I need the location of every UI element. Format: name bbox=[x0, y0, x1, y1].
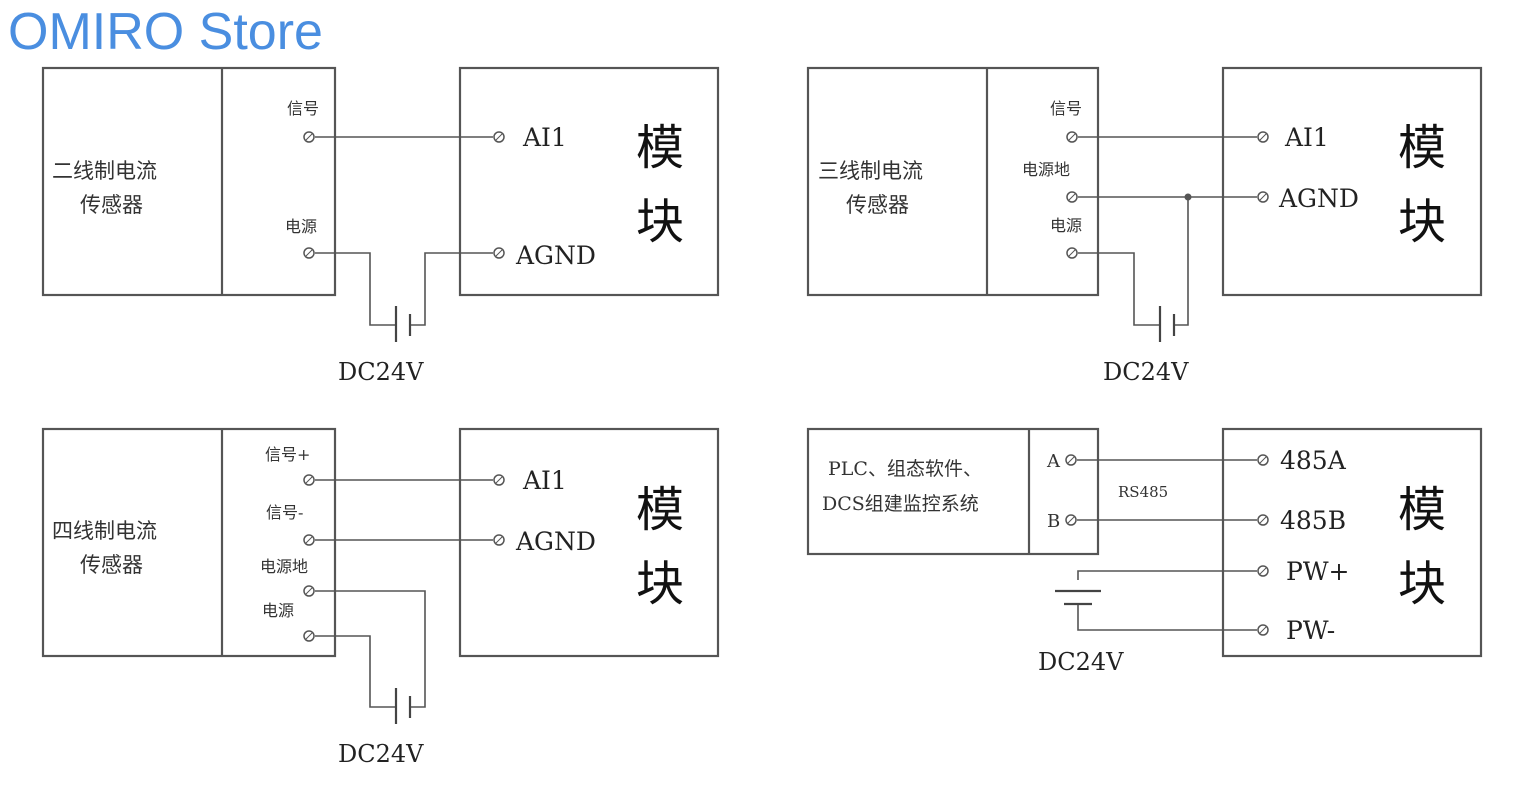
two-wire-ai1-terminal bbox=[493, 131, 505, 143]
four-wire-gnd-terminal bbox=[303, 585, 315, 597]
store-title: OMIRO Store bbox=[8, 3, 323, 61]
four-wire-module-box bbox=[458, 427, 720, 658]
two-wire-module-box bbox=[458, 66, 720, 297]
four-wire-sensor-box bbox=[41, 427, 337, 658]
four-wire-ai1-terminal bbox=[493, 474, 505, 486]
rs485-host-box bbox=[806, 427, 1100, 556]
four-wire-signal-minus-label: 信号- bbox=[266, 503, 303, 522]
four-wire-sensor-label-line2: 传感器 bbox=[80, 553, 143, 577]
rs485-pw-minus-label: PW- bbox=[1286, 616, 1335, 645]
rs485-b-terminal bbox=[1065, 514, 1077, 526]
four-wire-agnd-terminal bbox=[493, 534, 505, 546]
three-wire-sensor-label-line2: 传感器 bbox=[846, 193, 909, 217]
three-wire-gnd-terminal bbox=[1066, 191, 1078, 203]
two-wire-sensor-label-line1: 二线制电流 bbox=[52, 159, 157, 183]
rs485-module-char-top: 模 bbox=[1398, 482, 1446, 538]
rs485-a-label: A bbox=[1046, 451, 1061, 472]
four-wire-diagram: 四线制电流 传感器 信号+ 信号- 电源地 电源 AI1 AGND 模 块 DC… bbox=[41, 427, 720, 768]
three-wire-power-label: 电源 bbox=[1050, 216, 1082, 235]
two-wire-ai1-label: AI1 bbox=[522, 123, 567, 152]
three-wire-power-wire bbox=[1078, 252, 1160, 326]
three-wire-module-char-top: 模 bbox=[1398, 120, 1446, 176]
rs485-pw-plus-terminal bbox=[1257, 565, 1269, 577]
two-wire-agnd-wire bbox=[410, 252, 493, 326]
four-wire-sensor-label-line1: 四线制电流 bbox=[52, 519, 157, 543]
rs485-diagram: PLC、组态软件、 DCS组建监控系统 A B RS485 485A 485B … bbox=[806, 427, 1483, 676]
rs485-bus-label: RS485 bbox=[1118, 483, 1168, 501]
three-wire-signal-terminal bbox=[1066, 131, 1078, 143]
three-wire-supply-label: DC24V bbox=[1103, 358, 1189, 386]
two-wire-supply-label: DC24V bbox=[338, 358, 424, 386]
three-wire-sensor-label-line1: 三线制电流 bbox=[818, 159, 923, 183]
rs485-host-label-line1: PLC、组态软件、 bbox=[828, 458, 982, 480]
four-wire-supply-label: DC24V bbox=[338, 740, 424, 768]
four-wire-signal-minus-terminal bbox=[303, 534, 315, 546]
two-wire-signal-label: 信号 bbox=[287, 99, 319, 118]
rs485-host-label-line2: DCS组建监控系统 bbox=[822, 493, 979, 515]
rs485-pw-minus-wire bbox=[1077, 604, 1257, 631]
three-wire-diagram: 三线制电流 传感器 信号 电源地 电源 AI1 AGND 模 块 DC24V bbox=[806, 66, 1483, 386]
two-wire-module-char-top: 模 bbox=[636, 120, 684, 176]
two-wire-agnd-label: AGND bbox=[515, 241, 596, 270]
rs485-485a-terminal bbox=[1257, 454, 1269, 466]
two-wire-sensor-label-line2: 传感器 bbox=[80, 193, 143, 217]
four-wire-gnd-wire bbox=[315, 590, 426, 708]
rs485-485b-terminal bbox=[1257, 514, 1269, 526]
two-wire-power-terminal bbox=[303, 247, 315, 259]
four-wire-power-terminal bbox=[303, 630, 315, 642]
two-wire-agnd-terminal bbox=[493, 247, 505, 259]
four-wire-module-char-bottom: 块 bbox=[636, 556, 684, 612]
rs485-module-box bbox=[1221, 427, 1483, 658]
two-wire-signal-terminal bbox=[303, 131, 315, 143]
four-wire-signal-plus-label: 信号+ bbox=[265, 445, 310, 464]
three-wire-module-char-bottom: 块 bbox=[1398, 194, 1446, 250]
four-wire-power-wire bbox=[315, 635, 396, 708]
four-wire-agnd-label: AGND bbox=[515, 527, 596, 556]
two-wire-power-label: 电源 bbox=[285, 217, 317, 236]
four-wire-ai1-label: AI1 bbox=[522, 466, 567, 495]
three-wire-ai1-terminal bbox=[1257, 131, 1269, 143]
three-wire-power-terminal bbox=[1066, 247, 1078, 259]
rs485-485b-label: 485B bbox=[1280, 506, 1346, 535]
three-wire-ai1-label: AI1 bbox=[1284, 123, 1329, 152]
two-wire-power-wire bbox=[315, 252, 396, 326]
three-wire-return-wire bbox=[1174, 197, 1189, 326]
rs485-pw-plus-label: PW+ bbox=[1286, 557, 1349, 586]
rs485-pw-minus-terminal bbox=[1257, 624, 1269, 636]
three-wire-junction-node bbox=[1184, 193, 1192, 201]
three-wire-module-box bbox=[1221, 66, 1483, 297]
rs485-b-label: B bbox=[1047, 511, 1060, 532]
four-wire-power-gnd-label: 电源地 bbox=[260, 557, 308, 576]
three-wire-sensor-box bbox=[806, 66, 1100, 297]
three-wire-agnd-label: AGND bbox=[1278, 184, 1359, 213]
four-wire-module-char-top: 模 bbox=[636, 482, 684, 538]
rs485-module-char-bottom: 块 bbox=[1398, 556, 1446, 612]
four-wire-power-label: 电源 bbox=[262, 601, 294, 620]
four-wire-signal-plus-terminal bbox=[303, 474, 315, 486]
rs485-485a-label: 485A bbox=[1280, 446, 1347, 475]
three-wire-power-gnd-label: 电源地 bbox=[1022, 160, 1070, 179]
rs485-a-terminal bbox=[1065, 454, 1077, 466]
three-wire-signal-label: 信号 bbox=[1050, 99, 1082, 118]
two-wire-diagram: 二线制电流 传感器 信号 电源 AI1 AGND 模 块 DC24V bbox=[41, 66, 720, 386]
rs485-supply-label: DC24V bbox=[1038, 648, 1124, 676]
two-wire-sensor-box bbox=[41, 66, 337, 297]
rs485-pw-plus-wire bbox=[1077, 570, 1257, 580]
three-wire-agnd-terminal bbox=[1257, 191, 1269, 203]
two-wire-module-char-bottom: 块 bbox=[636, 194, 684, 250]
